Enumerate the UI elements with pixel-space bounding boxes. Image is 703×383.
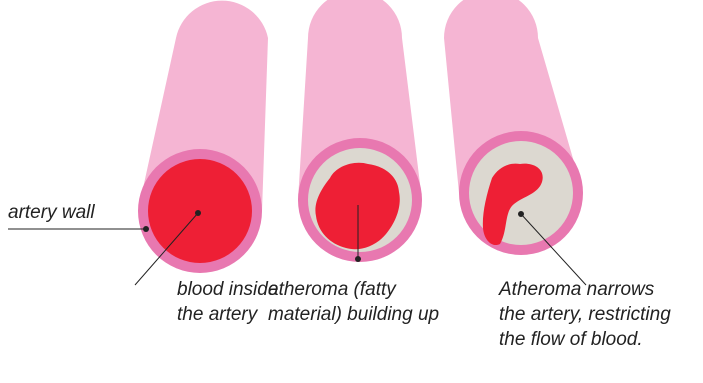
artery-building xyxy=(298,0,422,262)
label-artery-wall: artery wall xyxy=(8,200,95,225)
label-atheroma-narrows-line-2: the artery, restricting xyxy=(499,302,671,327)
label-atheroma-narrows-line-1: Atheroma narrows xyxy=(499,277,671,302)
label-atheroma-narrows: Atheroma narrows the artery, restricting… xyxy=(499,277,671,352)
label-blood-inside-line-2: the artery xyxy=(177,302,278,327)
dot-blood xyxy=(195,210,201,216)
artery-healthy xyxy=(138,1,268,273)
label-atheroma-building-line-2: material) building up xyxy=(268,302,439,327)
dot-artery-wall xyxy=(143,226,149,232)
label-blood-inside-line-1: blood inside xyxy=(177,277,278,302)
label-atheroma-building-line-1: atheroma (fatty xyxy=(268,277,439,302)
label-blood-inside: blood inside the artery xyxy=(177,277,278,327)
dot-atheroma-narrows xyxy=(518,211,524,217)
dot-atheroma-building xyxy=(355,256,361,262)
label-atheroma-building: atheroma (fatty material) building up xyxy=(268,277,439,327)
label-atheroma-narrows-line-3: the flow of blood. xyxy=(499,327,671,352)
artery-narrowed xyxy=(444,0,583,255)
